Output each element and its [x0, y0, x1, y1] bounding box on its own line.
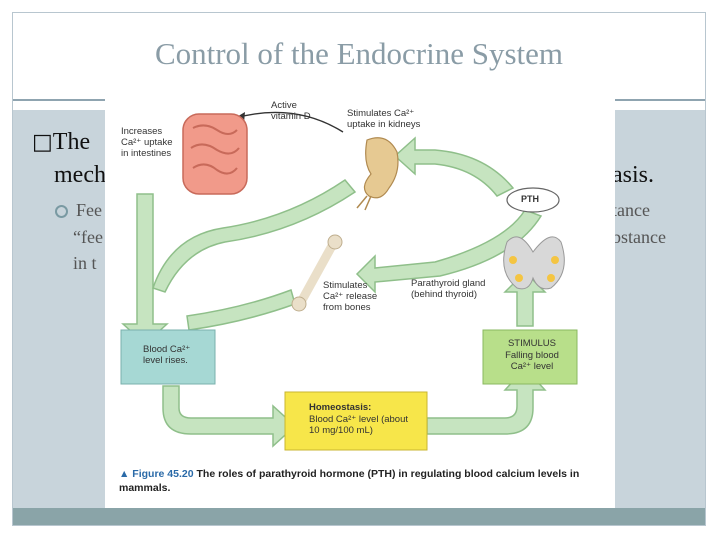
label-blood-rises: Blood Ca²⁺ level rises.	[143, 344, 191, 366]
label-homeostasis-title: Homeostasis:	[309, 402, 372, 413]
label-increases: Increases Ca²⁺ uptake in intestines	[121, 126, 173, 159]
pth-diagram	[120, 111, 578, 451]
label-stimulates-kidneys: Stimulates Ca²⁺ uptake in kidneys	[347, 108, 421, 130]
footer-bar	[13, 508, 705, 525]
intestine-image	[182, 113, 248, 195]
sub-bullet-right2: bstance	[612, 227, 666, 247]
label-stimulus-text: Falling blood Ca²⁺ level	[505, 350, 559, 372]
sub-bullet: Fee	[55, 200, 102, 221]
label-bones: Stimulates Ca²⁺ release from bones	[323, 280, 378, 313]
arrow-pth-to-kidney	[393, 136, 515, 197]
label-stimulus-title: STIMULUS	[507, 338, 557, 349]
title-area	[13, 13, 705, 99]
label-parathyroid: Parathyroid gland (behind thyroid)	[411, 278, 486, 300]
arrow-intestine-to-blood	[121, 193, 169, 346]
pth-figure: Increases Ca²⁺ uptake in intestines Acti…	[105, 92, 615, 508]
blood-rises-box	[120, 329, 216, 385]
arrow-kidney-to-blood	[152, 178, 357, 293]
arrow-bone-to-blood	[186, 289, 296, 331]
pth-oval	[506, 187, 560, 213]
thyroid-image	[503, 236, 565, 290]
kidney-image	[356, 137, 399, 211]
bullet-marker: □	[32, 130, 53, 155]
sub-bullet-text: Fee	[76, 200, 102, 220]
figure-caption: ▲ Figure 45.20 The roles of parathyroid …	[119, 467, 599, 495]
slide-title: Control of the Endocrine System	[154, 36, 564, 71]
arrow-vitamin-d	[234, 111, 344, 133]
arrow-blood-to-homeostasis	[162, 385, 297, 448]
bullet-line2-end: asis.	[612, 162, 654, 188]
label-vitamin-d: Active vitamin D	[271, 100, 311, 122]
caption-figure-number: ▲ Figure 45.20	[119, 468, 194, 480]
bullet-main-text: The	[52, 129, 91, 155]
sub-bullet-line2: “fee	[73, 227, 103, 247]
bullet-line2-start: mech	[54, 162, 106, 188]
sub-bullet-line3: in t	[73, 253, 97, 273]
label-homeostasis-text: Blood Ca²⁺ level (about 10 mg/100 mL)	[309, 414, 409, 436]
label-pth: PTH	[521, 194, 539, 204]
bone-image	[291, 234, 343, 312]
homeostasis-box	[284, 391, 428, 451]
slide-frame	[12, 12, 706, 526]
caption-text: The roles of parathyroid hormone (PTH) i…	[119, 468, 580, 494]
stimulus-box	[482, 329, 578, 385]
sub-bullet-right1: tance	[612, 200, 650, 220]
bullet-main: □The	[32, 125, 90, 160]
sub-bullet-marker	[55, 205, 68, 219]
